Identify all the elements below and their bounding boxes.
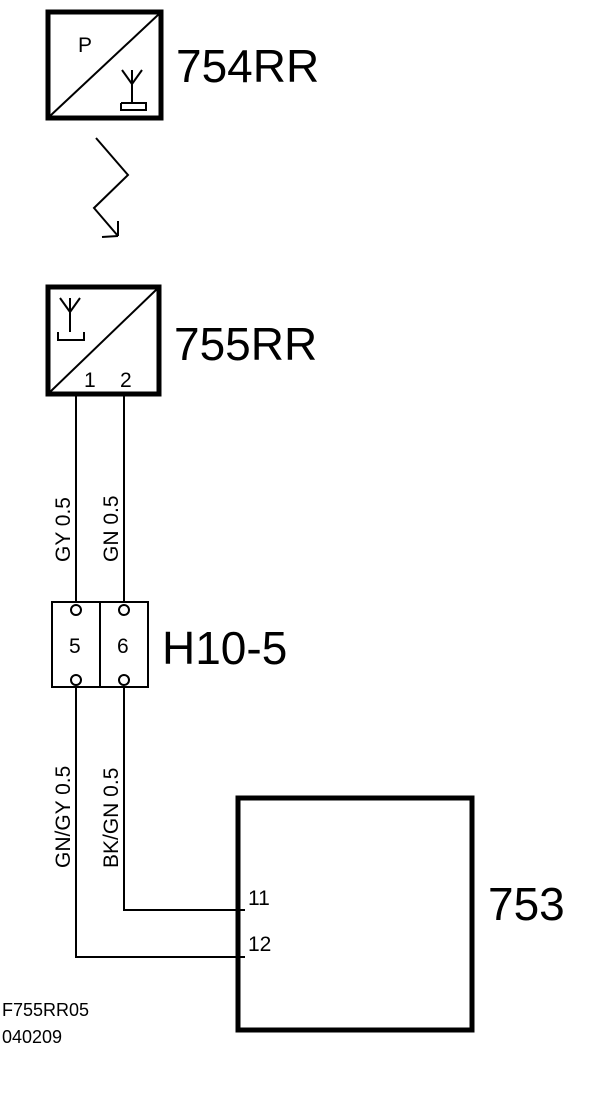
connector-terminal [118,674,130,686]
connector-terminal [70,604,82,616]
reference-date: 040209 [2,1027,62,1047]
connector-terminal [118,604,130,616]
connector-label: H10-5 [162,622,287,674]
antenna-icon [57,297,85,341]
connector-terminal [70,674,82,686]
wire-label-gn: GN 0.5 [100,495,123,562]
receiver-label: 755RR [174,318,317,370]
wire-gn-gy [75,686,245,958]
upper-wires [75,396,125,601]
receiver-pin-2: 2 [120,369,132,392]
transmitter-mark: P [78,34,92,57]
module-pin-11: 11 [248,887,270,910]
receiver-box [45,284,162,397]
transmitter-754rr: P 754RR [45,9,319,121]
receiver-pin-1: 1 [84,369,96,392]
receiver-diagonal [49,288,158,393]
module-pin-12: 12 [248,933,271,956]
antenna-icon [120,69,147,111]
transmitter-box [45,9,164,121]
radio-link-arrow [92,137,130,238]
transmitter-label: 754RR [176,40,319,92]
reference-code: F755RR05 [2,1000,89,1020]
module-753: 11 12 753 [235,795,565,1033]
lower-wires [75,686,245,958]
connector-h10-5: 5 6 H10-5 [51,601,287,688]
wire-label-gy: GY 0.5 [52,497,75,562]
connector-pin-5: 5 [69,635,81,658]
transmitter-diagonal [49,13,160,117]
wire-label-gn-gy: GN/GY 0.5 [52,766,75,868]
receiver-755rr: 1 2 755RR [45,284,317,397]
module-box [235,795,475,1033]
wire-label-bk-gn: BK/GN 0.5 [100,768,123,868]
wire-bk-gn [123,686,245,911]
connector-pin-6: 6 [117,635,129,658]
module-label: 753 [488,878,565,930]
